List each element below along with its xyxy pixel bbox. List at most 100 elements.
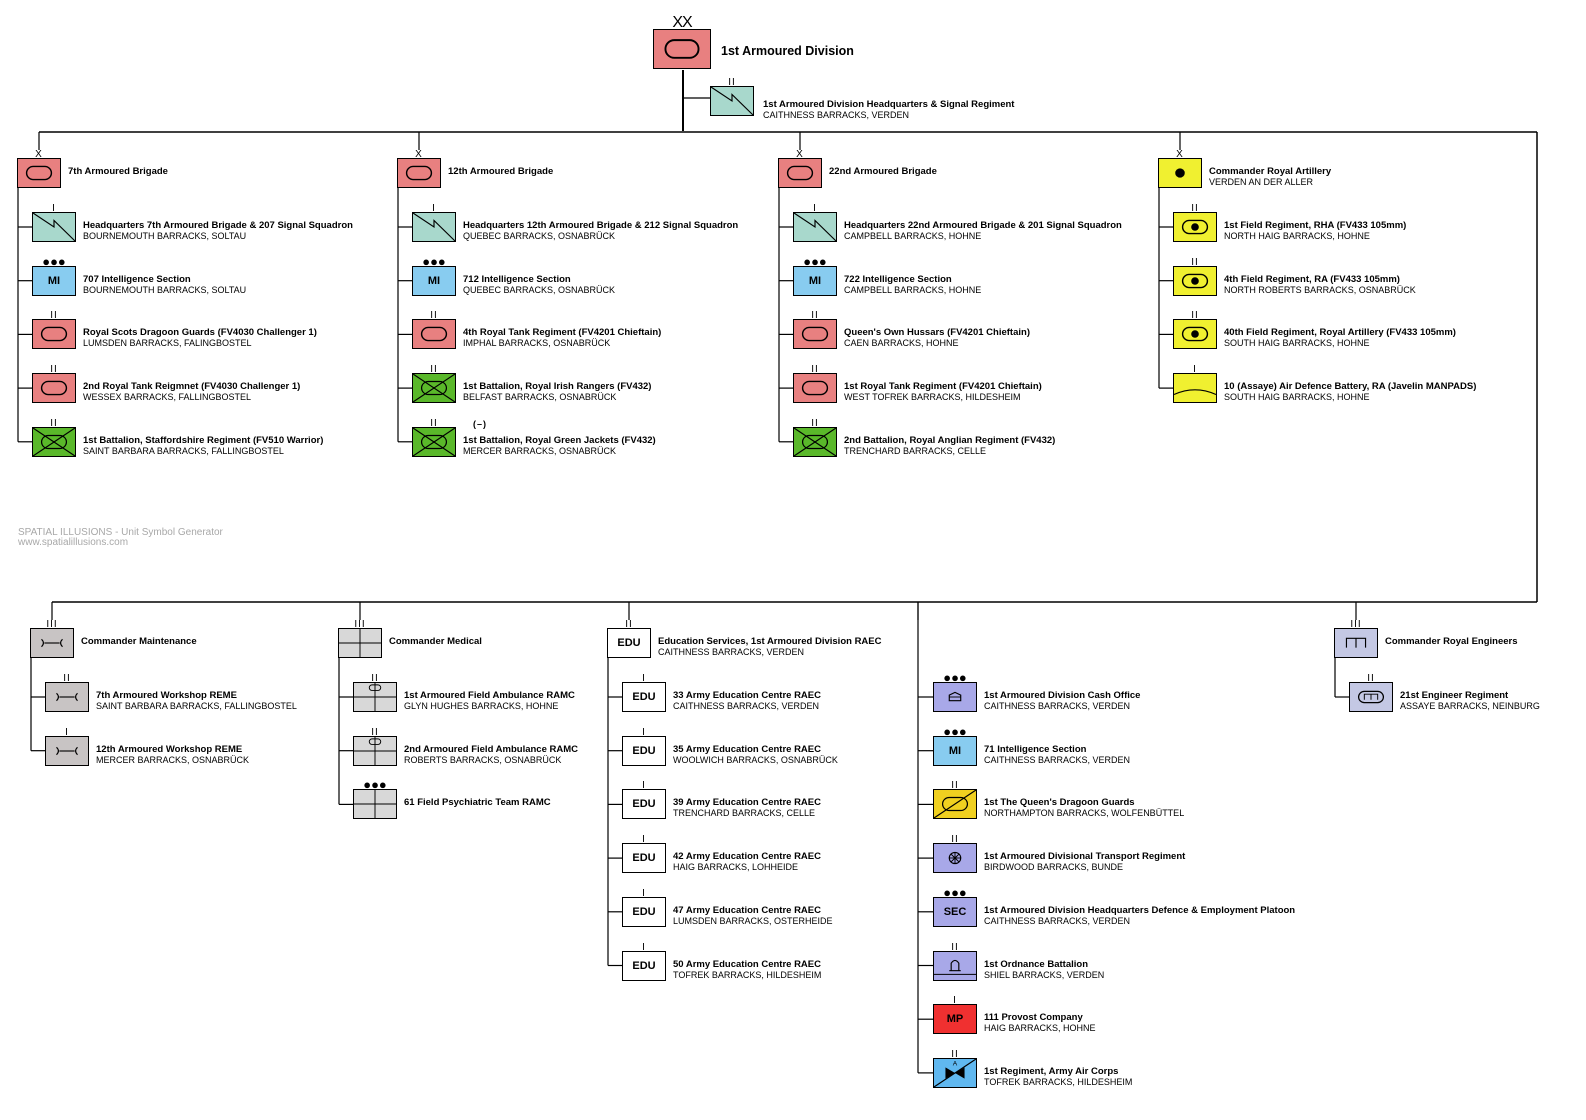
unit-location: NORTH ROBERTS BARRACKS, OSNABRÜCK xyxy=(1224,284,1416,295)
engineers-armoured-symbol-icon: II xyxy=(1349,674,1393,712)
unit-name: 1st Armoured Divisional Transport Regime… xyxy=(984,851,1186,863)
unit-location: HAIG BARRACKS, HOHNE xyxy=(984,1023,1096,1034)
unit-name: 21st Engineer Regiment xyxy=(1400,690,1509,701)
unit-label: 1st Armoured Divisional Transport Regime… xyxy=(984,851,1186,873)
unit-location: NORTH HAIG BARRACKS, HOHNE xyxy=(1224,231,1370,241)
unit-name: 2nd Royal Tank Reigmnet (FV4030 Challeng… xyxy=(83,381,301,393)
subunit-node: SEC●●●1st Armoured Division Headquarters… xyxy=(933,884,1586,929)
unit-name: Commander Royal Engineers xyxy=(1385,636,1518,647)
unit-location: BELFAST BARRACKS, OSNABRÜCK xyxy=(463,392,617,403)
watermark: SPATIAL ILLUSIONS - Unit Symbol Generato… xyxy=(18,528,223,548)
unit-name: 1st Armoured Division Headquarters & Sig… xyxy=(763,99,1015,110)
unit-label: 7th Armoured Brigade xyxy=(68,167,168,177)
echelon-marker: II xyxy=(625,619,633,630)
echelon-marker: I xyxy=(953,995,957,1007)
unit-location: CAITHNESS BARRACKS, VERDEN xyxy=(984,701,1131,711)
unit-name: 1st Royal Tank Regiment (FV4201 Chieftai… xyxy=(844,381,1042,393)
formation-node: III Commander Royal Engineers xyxy=(1334,620,1586,660)
watermark-line2: www.spatialillusions.com xyxy=(18,537,129,548)
unit-label: Queen's Own Hussars (FV4201 Chieftain)CA… xyxy=(844,327,1030,349)
unit-location: WOOLWICH BARRACKS, OSNABRÜCK xyxy=(673,754,838,765)
unit-location: IMPHAL BARRACKS, OSNABRÜCK xyxy=(463,338,611,349)
intelligence-symbol-icon: MI●●● xyxy=(32,255,76,296)
medical-symbol-icon: III xyxy=(338,620,382,658)
unit-name: 2nd Armoured Field Ambulance RAMC xyxy=(404,743,579,755)
unit-location: WEST TOFREK BARRACKS, HILDESHEIM xyxy=(844,392,1021,403)
unit-label: Education Services, 1st Armoured Divisio… xyxy=(658,636,882,658)
echelon-marker: II xyxy=(63,673,71,684)
unit-name: 1st Armoured Division Headquarters Defen… xyxy=(984,904,1296,916)
unit-label: 1st Battalion, Royal Irish Rangers (FV43… xyxy=(463,382,651,403)
symbol-text: MI xyxy=(948,744,962,757)
unit-location: CAITHNESS BARRACKS, VERDEN xyxy=(673,701,820,711)
unit-location: BOURNEMOUTH BARRACKS, SOLTAU xyxy=(83,231,247,241)
unit-location: ROBERTS BARRACKS, OSNABRÜCK xyxy=(404,754,562,765)
unit-location: CAMPBELL BARRACKS, HOHNE xyxy=(844,284,982,295)
echelon-marker: II xyxy=(50,364,58,376)
police-symbol-icon: MP I xyxy=(933,996,977,1035)
armour-symbol-icon: X xyxy=(17,150,61,188)
unit-label: 12th Armoured Brigade xyxy=(448,167,553,177)
echelon-marker: I xyxy=(642,726,646,738)
unit-name: 35 Army Education Centre RAEC xyxy=(673,743,821,755)
echelon-marker: ●●● xyxy=(42,253,66,269)
echelon-marker: II xyxy=(811,310,819,322)
unit-label: 40th Field Regiment, Royal Artillery (FV… xyxy=(1224,328,1456,349)
echelon-marker: III xyxy=(46,619,58,630)
unit-location: WESSEX BARRACKS, FALLINGBOSTEL xyxy=(83,392,252,403)
echelon-marker: II xyxy=(811,417,819,429)
echelon-marker: II xyxy=(951,834,959,846)
signals-symbol-icon: I xyxy=(412,204,456,242)
unit-location: SAINT BARBARA BARRACKS, FALLINGBOSTEL xyxy=(83,445,284,456)
unit-name: Queen's Own Hussars (FV4201 Chieftain) xyxy=(844,327,1030,339)
unit-label: Headquarters 12th Armoured Brigade & 212… xyxy=(463,220,739,242)
echelon-marker: ●●● xyxy=(943,884,967,900)
echelon-marker: X xyxy=(415,149,423,160)
unit-name: 71 Intelligence Section xyxy=(984,743,1087,755)
unit-location: TOFREK BARRACKS, HILDESHEIM xyxy=(673,969,822,980)
subunit-node: II 2nd Royal Tank Reigmnet (FV4030 Challe… xyxy=(32,365,792,405)
air-defence-symbol-icon: I xyxy=(1173,365,1217,404)
unit-label: Commander Medical xyxy=(389,637,482,647)
intelligence-symbol-icon: MI●●● xyxy=(933,725,977,766)
unit-name: Headquarters 12th Armoured Brigade & 212… xyxy=(463,220,739,231)
unit-name: 61 Field Psychiatric Team RAMC xyxy=(404,797,551,809)
unit-location: NORTHAMPTON BARRACKS, WOLFENBÜTTEL xyxy=(984,808,1185,819)
echelon-marker: III xyxy=(1350,619,1362,630)
unit-name: 10 (Assaye) Air Defence Battery, RA (Jav… xyxy=(1224,381,1477,393)
armour-symbol-icon: II xyxy=(793,311,837,350)
unit-name: Education Services, 1st Armoured Divisio… xyxy=(658,636,882,647)
sp-artillery-symbol-icon: II xyxy=(1173,204,1217,242)
symbol-text: MP xyxy=(946,1013,964,1026)
symbol-text: MI xyxy=(427,274,441,287)
unit-name: Royal Scots Dragoon Guards (FV4030 Chall… xyxy=(83,327,317,339)
unit-location: CAITHNESS BARRACKS, VERDEN xyxy=(984,754,1131,765)
